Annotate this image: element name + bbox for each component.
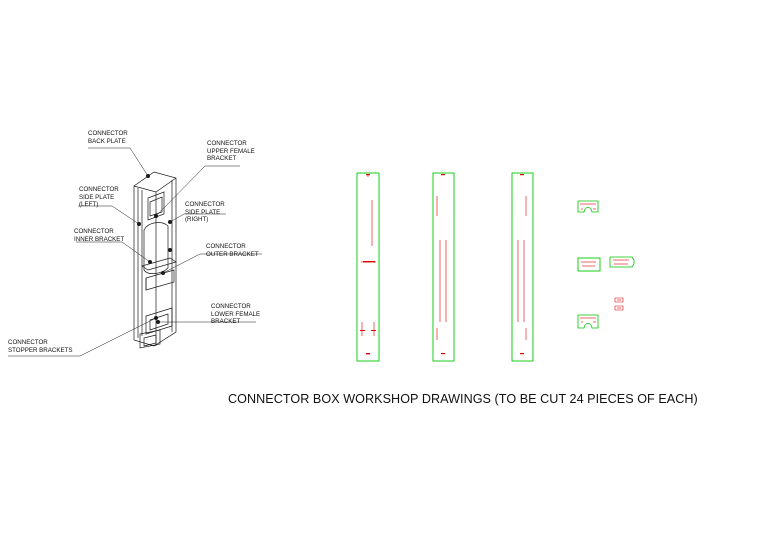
back-plate-pattern [356,172,380,362]
inner-bracket-pattern [577,257,601,272]
lower-female-bracket-pattern [577,314,599,329]
upper-female-bracket-pattern [577,200,599,213]
assembly-outline [133,171,177,347]
label-lower-female-bracket: CONNECTOR LOWER FEMALE BRACKET [211,303,261,326]
stopper-brackets-pattern [614,297,624,311]
outer-bracket-pattern [609,256,635,268]
label-side-plate-right: CONNECTOR SIDE PLATE (RIGHT) [185,201,225,224]
label-outer-bracket: CONNECTOR OUTER BRACKET [206,243,259,258]
label-stopper-brackets: CONNECTOR STOPPER BRACKETS [8,339,73,354]
label-side-plate-left: CONNECTOR SIDE PLATE (LEFT) [79,186,119,209]
label-inner-bracket: CONNECTOR INNER BRACKET [74,228,125,243]
side-plate-left-pattern [432,172,455,362]
label-upper-female-bracket: CONNECTOR UPPER FEMALE BRACKET [207,140,255,163]
label-back-plate: CONNECTOR BACK PLATE [88,130,128,145]
side-plate-right-pattern [511,172,534,362]
drawing-caption: CONNECTOR BOX WORKSHOP DRAWINGS (TO BE C… [228,392,698,406]
